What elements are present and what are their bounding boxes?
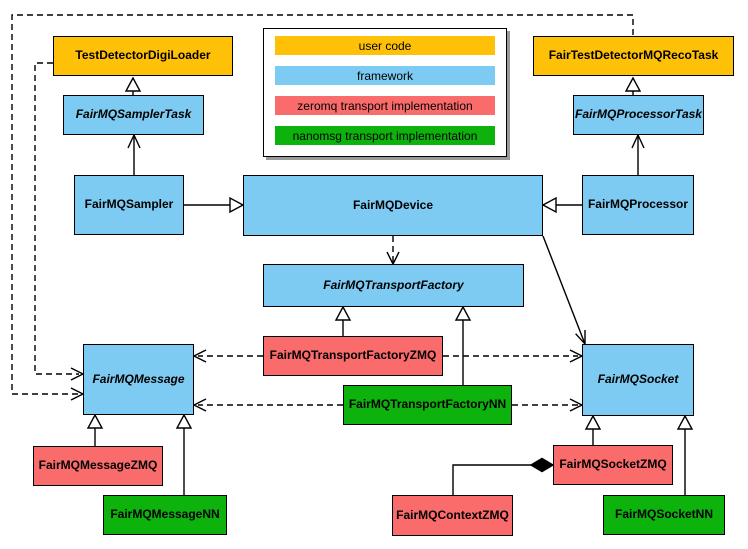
class-label: FairMQSocketZMQ [559, 457, 667, 472]
class-label: FairMQSocket [597, 372, 679, 387]
class-box-fairmqmessagenn: FairMQMessageNN [103, 495, 227, 535]
edge-generalization-socketzmq-socket [584, 414, 602, 445]
edge-dependency-device-factory [386, 236, 400, 266]
class-label: FairMQTransportFactory [323, 277, 464, 292]
legend-item-framework: framework [275, 66, 495, 85]
class-box-fairmqmessage: FairMQMessage [83, 344, 194, 415]
legend-item-zeromq: zeromq transport implementation [275, 96, 495, 115]
class-box-fairmqsocket: FairMQSocket [582, 344, 694, 416]
class-label: FairMQSocketNN [614, 507, 714, 522]
class-box-fairmqcontextzmq: FairMQContextZMQ [392, 495, 513, 536]
legend-label: framework [356, 68, 413, 83]
class-label: FairMQMessageNN [110, 507, 220, 522]
class-box-fairmqtransportfactorynn: FairMQTransportFactoryNN [343, 385, 512, 425]
class-label: FairMQContextZMQ [396, 507, 509, 522]
class-box-fairmqsocketnn: FairMQSocketNN [603, 495, 725, 535]
class-box-fairmqtransportfactoryzmq: FairMQTransportFactoryZMQ [263, 336, 443, 376]
legend-label: user code [358, 38, 412, 53]
edge-dependency-factoryzmq-socket [443, 349, 584, 363]
class-box-fairmqprocessortask: FairMQProcessorTask [573, 95, 704, 135]
edge-generalization-messagezmq-message [86, 413, 104, 446]
edge-generalization-processor-device [541, 196, 582, 214]
class-box-fairmqmessagezmq: FairMQMessageZMQ [33, 446, 163, 486]
class-label: FairMQSampler [84, 197, 174, 212]
edge-generalization-factorynn-factory [454, 305, 472, 385]
class-box-fairmqsampler: FairMQSampler [74, 175, 184, 235]
class-label: FairMQProcessor [587, 197, 689, 212]
class-box-fairtestdetectormqrecotask: FairTestDetectorMQRecoTask [533, 36, 734, 76]
edge-generalization-factoryzmq-factory [334, 305, 352, 336]
class-label: FairMQTransportFactoryZMQ [269, 348, 437, 363]
class-label: FairTestDetectorMQRecoTask [548, 48, 719, 63]
edge-dependency-factorynn-message [192, 398, 343, 412]
edge-association-processor-processortask [631, 133, 645, 175]
class-label: FairMQTransportFactoryNN [348, 397, 507, 412]
edge-dependency-factoryzmq-message [192, 349, 263, 363]
class-box-fairmqdevice: FairMQDevice [243, 175, 543, 236]
class-box-fairmqsocketzmq: FairMQSocketZMQ [553, 445, 673, 485]
class-label: FairMQMessage [92, 371, 185, 386]
class-label: TestDetectorDigiLoader [75, 48, 211, 63]
legend-item-user-code: user code [275, 36, 495, 55]
class-box-fairmqtransportfactory: FairMQTransportFactory [263, 264, 524, 307]
legend-label: nanomsg transport implementation [292, 128, 478, 143]
class-label: FairMQSamplerTask [75, 107, 192, 122]
class-label: FairMQMessageZMQ [38, 458, 158, 473]
class-label: FairMQDevice [352, 197, 434, 212]
class-box-testdetectordigiloader: TestDetectorDigiLoader [53, 36, 233, 76]
edge-generalization-socketnn-socket [676, 414, 694, 495]
edge-association-device-socket [542, 235, 586, 346]
edge-generalization-samplertask-digiloader [124, 76, 142, 95]
edge-composition-contextzmq-socketzmq [452, 457, 555, 495]
class-box-fairmqprocessor: FairMQProcessor [582, 175, 694, 235]
class-label: FairMQProcessorTask [575, 107, 702, 122]
legend-item-nanomsg: nanomsg transport implementation [275, 126, 495, 145]
legend-label: zeromq transport implementation [297, 98, 473, 113]
edge-generalization-processortask-recotask [624, 76, 642, 95]
class-box-fairmqsamplertask: FairMQSamplerTask [63, 95, 204, 135]
edge-generalization-sampler-device [184, 196, 245, 214]
legend: user code framework zeromq transport imp… [263, 28, 507, 157]
edge-dependency-factorynn-socket [512, 398, 584, 412]
edge-association-sampler-samplertask [127, 133, 141, 175]
edge-generalization-messagenn-message [175, 413, 193, 495]
